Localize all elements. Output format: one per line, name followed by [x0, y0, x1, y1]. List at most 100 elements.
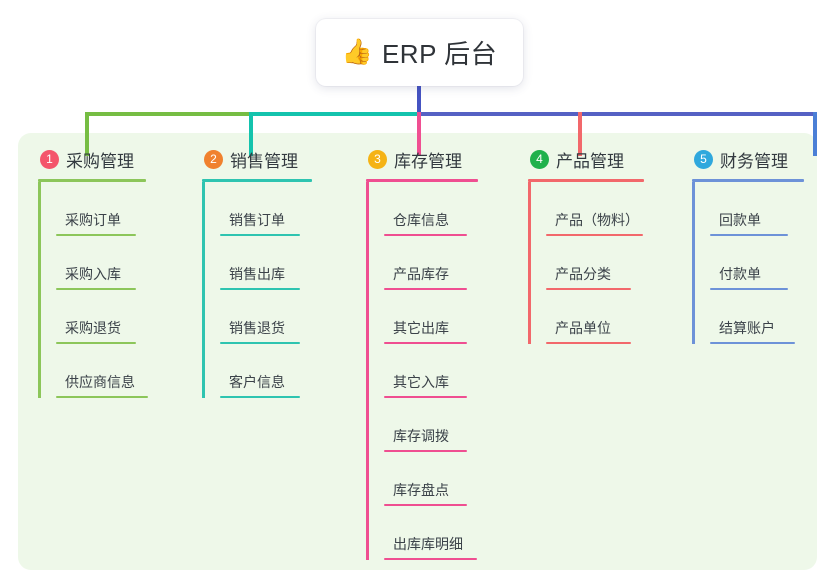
branch-column-2: 2 销售管理销售订单销售出库销售退货客户信息 — [202, 146, 352, 398]
branch-header-产品管理[interactable]: 4 产品管理 — [528, 146, 680, 172]
leaf-node-underline — [546, 288, 631, 290]
connector-bus-teal — [249, 112, 421, 116]
branch-column-4: 4 产品管理产品（物料） 产品分类产品单位 — [528, 146, 680, 344]
leaf-node-label: 库存盘点 — [393, 482, 449, 498]
leaf-node[interactable]: 产品库存 — [384, 236, 516, 290]
branch-header-财务管理[interactable]: 5 财务管理 — [692, 146, 839, 172]
leaf-node[interactable]: 销售订单 — [220, 182, 352, 236]
leaf-node-underline — [384, 234, 467, 236]
branch-header-销售管理[interactable]: 2 销售管理 — [202, 146, 352, 172]
leaf-node-label: 仓库信息 — [393, 212, 449, 228]
leaf-node-underline — [220, 234, 300, 236]
branch-underline — [528, 179, 644, 182]
branch-body: 回款单付款单结算账户 — [692, 182, 839, 344]
leaf-node-underline — [384, 342, 467, 344]
branch-index-badge: 4 — [530, 149, 549, 169]
leaf-node-label: 采购订单 — [65, 212, 121, 228]
leaf-node-label: 出库库明细 — [393, 536, 463, 552]
connector-bus-blue — [419, 112, 817, 116]
branch-index-badge: 3 — [368, 149, 387, 169]
leaf-node-label: 产品库存 — [393, 266, 449, 282]
branch-body: 采购订单采购入库采购退货供应商信息 — [38, 182, 188, 398]
branch-spine — [366, 182, 369, 560]
leaf-node[interactable]: 销售退货 — [220, 290, 352, 344]
leaf-node-label: 采购退货 — [65, 320, 121, 336]
leaf-node-underline — [56, 234, 136, 236]
leaf-node-label: 采购入库 — [65, 266, 121, 282]
leaf-node[interactable]: 库存调拨 — [384, 398, 516, 452]
leaf-node[interactable]: 销售出库 — [220, 236, 352, 290]
leaf-node-label: 销售退货 — [229, 320, 285, 336]
leaf-node[interactable]: 其它出库 — [384, 290, 516, 344]
branch-index-badge: 2 — [204, 149, 223, 169]
connector-drop-3 — [417, 112, 421, 156]
connector-drop-1 — [85, 112, 89, 156]
leaf-node-underline — [710, 288, 788, 290]
connector-bus-green — [85, 112, 251, 116]
branch-header-采购管理[interactable]: 1 采购管理 — [38, 146, 188, 172]
leaf-node[interactable]: 产品分类 — [546, 236, 680, 290]
branch-header-库存管理[interactable]: 3 库存管理 — [366, 146, 516, 172]
branch-body: 销售订单销售出库销售退货客户信息 — [202, 182, 352, 398]
leaf-node-label: 供应商信息 — [65, 374, 135, 390]
leaf-node-underline — [220, 396, 300, 398]
leaf-node-underline — [710, 234, 788, 236]
leaf-node-underline — [546, 234, 643, 236]
leaf-node[interactable]: 产品（物料） — [546, 182, 680, 236]
branch-body: 产品（物料） 产品分类产品单位 — [528, 182, 680, 344]
branch-column-1: 1 采购管理采购订单采购入库采购退货供应商信息 — [38, 146, 188, 398]
leaf-node-label: 其它出库 — [393, 320, 449, 336]
branch-title: 采购管理 — [66, 151, 134, 171]
leaf-node[interactable]: 采购退货 — [56, 290, 188, 344]
branch-index-badge: 1 — [40, 149, 59, 169]
branch-title: 财务管理 — [720, 151, 788, 171]
leaf-node-underline — [546, 342, 631, 344]
connector-drop-4 — [578, 112, 582, 156]
leaf-node-label: 产品（物料） — [555, 212, 639, 228]
leaf-node[interactable]: 产品单位 — [546, 290, 680, 344]
leaf-node-underline — [220, 342, 300, 344]
connector-drop-2 — [249, 112, 253, 156]
leaf-node[interactable]: 回款单 — [710, 182, 839, 236]
leaf-node-underline — [384, 396, 467, 398]
connector-root-stem — [417, 86, 421, 115]
branch-underline — [202, 179, 312, 182]
branch-spine — [692, 182, 695, 344]
leaf-node-label: 库存调拨 — [393, 428, 449, 444]
leaf-node[interactable]: 客户信息 — [220, 344, 352, 398]
leaf-node-label: 销售出库 — [229, 266, 285, 282]
leaf-node[interactable]: 供应商信息 — [56, 344, 188, 398]
leaf-node[interactable]: 库存盘点 — [384, 452, 516, 506]
leaf-node-label: 产品单位 — [555, 320, 611, 336]
leaf-node-underline — [56, 342, 136, 344]
branch-title: 产品管理 — [556, 151, 624, 171]
thumbs-up-icon: 👍 — [341, 38, 373, 66]
leaf-node[interactable]: 其它入库 — [384, 344, 516, 398]
leaf-node-label: 销售订单 — [229, 212, 285, 228]
branch-spine — [38, 182, 41, 398]
leaf-node-label: 其它入库 — [393, 374, 449, 390]
branch-column-3: 3 库存管理仓库信息产品库存其它出库其它入库库存调拨库存盘点出库库明细 — [366, 146, 516, 560]
branch-underline — [38, 179, 146, 182]
leaf-node[interactable]: 付款单 — [710, 236, 839, 290]
branch-title: 销售管理 — [230, 151, 298, 171]
leaf-node[interactable]: 采购入库 — [56, 236, 188, 290]
connector-drop-5 — [813, 112, 817, 156]
branch-spine — [202, 182, 205, 398]
leaf-node[interactable]: 结算账户 — [710, 290, 839, 344]
branch-index-badge: 5 — [694, 149, 713, 169]
leaf-node-label: 结算账户 — [719, 320, 775, 336]
branch-underline — [692, 179, 804, 182]
branch-spine — [528, 182, 531, 344]
root-node[interactable]: 👍 ERP 后台 — [316, 19, 523, 86]
leaf-node[interactable]: 采购订单 — [56, 182, 188, 236]
root-node-title: ERP 后台 — [381, 39, 498, 69]
leaf-node[interactable]: 出库库明细 — [384, 506, 516, 560]
leaf-node-underline — [384, 450, 467, 452]
leaf-node[interactable]: 仓库信息 — [384, 182, 516, 236]
leaf-node-label: 回款单 — [719, 212, 761, 228]
leaf-node-label: 产品分类 — [555, 266, 611, 282]
leaf-node-underline — [56, 396, 148, 398]
branch-title: 库存管理 — [394, 151, 462, 171]
leaf-node-underline — [384, 288, 467, 290]
